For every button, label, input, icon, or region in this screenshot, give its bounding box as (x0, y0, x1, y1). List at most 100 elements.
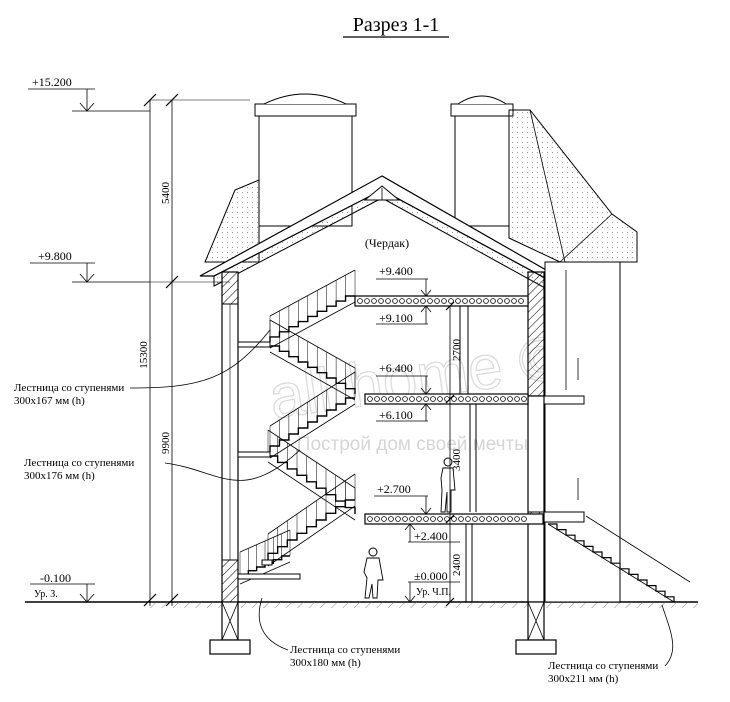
slab-void (423, 396, 429, 402)
slab-void (388, 396, 394, 402)
walls (221, 271, 545, 603)
slab-void (409, 396, 415, 402)
slab-void (500, 516, 506, 522)
slab-void (423, 516, 429, 522)
level-third-floor-label: +6.400 (379, 361, 413, 375)
chimney-right (450, 95, 514, 227)
level-second-ceiling-label: +6.100 (379, 408, 413, 422)
slab-void (367, 516, 373, 522)
slab-void (451, 396, 457, 402)
slab-void (455, 298, 461, 304)
slab-void (472, 396, 478, 402)
level-marker-zero: ±0.000 Ур. Ч.П. (404, 569, 460, 603)
slab-void (458, 516, 464, 522)
level-ground-note: Ур. З. (34, 589, 58, 600)
stair-stringer (267, 505, 356, 567)
slab-void (409, 516, 415, 522)
dimension-total: 15300 (138, 341, 150, 369)
facade-right (539, 261, 621, 603)
slab-void (374, 516, 380, 522)
stair-stringer (239, 561, 291, 585)
slab-void (518, 298, 524, 304)
level-marker-second-floor: +2.700 (374, 482, 432, 515)
stair-landing (237, 341, 271, 348)
stair-landing (261, 559, 273, 566)
slab-void (427, 298, 433, 304)
stair-handrail (269, 269, 356, 317)
stair-annotation-2: Лестница со ступенями 300x176 мм (h) (24, 449, 301, 482)
slab-void (420, 298, 426, 304)
slab-void (493, 396, 499, 402)
level-first-ceiling-label: +2.400 (414, 529, 448, 543)
slab-void (416, 516, 422, 522)
stair-stringer (269, 403, 356, 459)
stair-landing (237, 573, 301, 580)
watermark-brand: all home © (265, 323, 569, 433)
level-marker-third-ceiling: +9.100 (376, 305, 432, 325)
level-ground-label: -0.100 (40, 571, 71, 585)
slab-void (381, 396, 387, 402)
hip-roof-right (508, 109, 638, 263)
slab-void (367, 396, 373, 402)
dimension-floor3: 2700 (451, 339, 463, 362)
slab-void (486, 516, 492, 522)
stair-flight (267, 499, 355, 560)
slab-void (399, 298, 405, 304)
slab-void (402, 396, 408, 402)
slab-void (490, 298, 496, 304)
slab-void (378, 298, 384, 304)
slab-void (437, 516, 443, 522)
slab-void (374, 396, 380, 402)
ground-line (25, 601, 698, 608)
slab-void (476, 298, 482, 304)
level-marker-first-ceiling: +2.400 (404, 523, 460, 543)
slab-void (371, 298, 377, 304)
slab-void (507, 396, 513, 402)
slab-void (514, 396, 520, 402)
dimension-upper: 5400 (160, 182, 172, 205)
dimension-chain-total: 15300 (138, 93, 250, 607)
stair-stringer (269, 301, 356, 349)
dimension-lower: 9900 (160, 432, 172, 455)
stair-3-title: Лестница со ступенями (290, 644, 400, 656)
slab-void (511, 298, 517, 304)
stair-flight (269, 295, 355, 342)
slab-void (388, 516, 394, 522)
interior-column (459, 304, 477, 602)
slab-void (521, 516, 527, 522)
stair-4-title: Лестница со ступенями (548, 660, 658, 672)
level-marker-second-ceiling: +6.100 (376, 403, 432, 422)
slab-void (430, 396, 436, 402)
level-second-floor-label: +2.700 (377, 482, 411, 496)
stair-flight (268, 455, 356, 514)
dimension-chain-parts: 5400 9900 (150, 93, 230, 607)
watermark-tagline: Построй дом своей мечты! (297, 434, 533, 455)
slab-void (364, 298, 370, 304)
stair-handrail (269, 319, 356, 369)
slab-void (381, 516, 387, 522)
staircase-exterior (547, 515, 691, 603)
slab-void (486, 396, 492, 402)
stair-annotation-4: Лестница со ступенями 300x211 мм (h) (548, 604, 674, 685)
slab-void (479, 516, 485, 522)
slab-void (430, 516, 436, 522)
stair-2-title: Лестница со ступенями (24, 457, 134, 469)
exterior-stair-stringer (547, 523, 675, 603)
slab-void (479, 396, 485, 402)
slab-void (451, 516, 457, 522)
slab-void (392, 298, 398, 304)
level-marker-ground: -0.100 Ур. З. (30, 571, 95, 603)
slab-second (364, 513, 544, 525)
dimension-chain-floors: 2700 3400 2400 (445, 301, 463, 607)
stair-2-size: 300x176 мм (h) (24, 470, 95, 482)
slab-attic (354, 295, 529, 307)
stair-4-size: 300x211 мм (h) (548, 673, 619, 685)
dimension-floor1: 2400 (451, 554, 463, 577)
slab-void (483, 298, 489, 304)
stair-annotation-1: Лестница со ступенями 300x167 мм (h) (14, 329, 271, 407)
slab-void (458, 396, 464, 402)
stair-3-size: 300x180 мм (h) (290, 657, 361, 669)
slab-void (462, 298, 468, 304)
foundation-left (209, 601, 251, 655)
